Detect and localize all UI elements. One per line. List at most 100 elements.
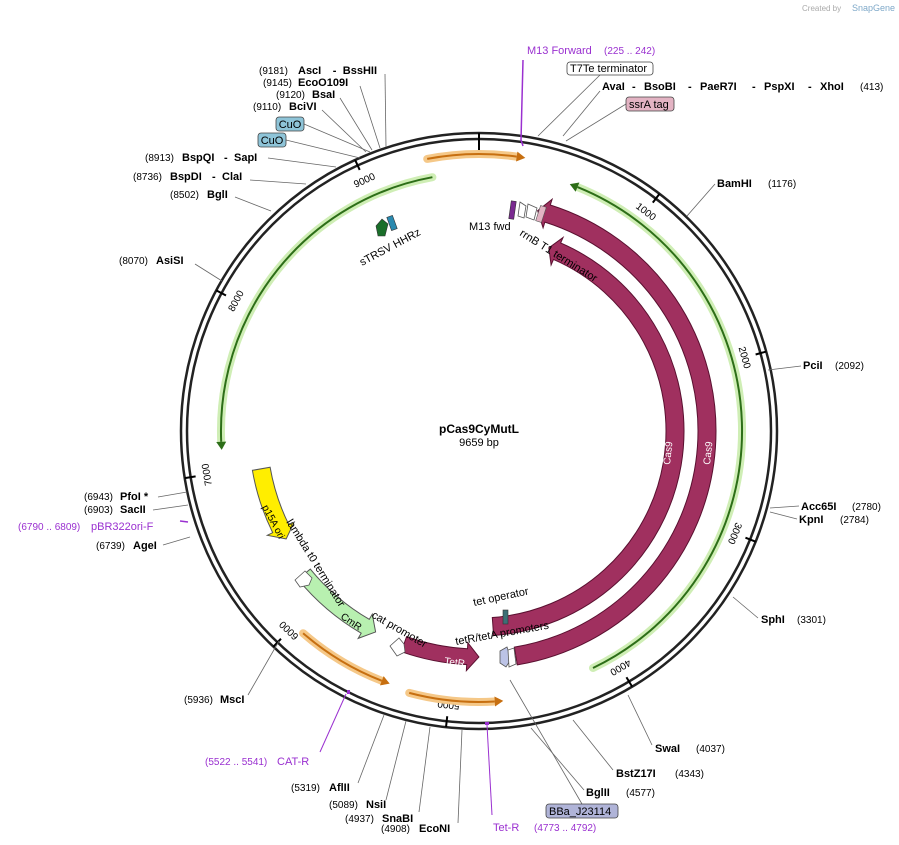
primer-m13-range: (225 .. 242) <box>604 46 655 57</box>
site-position: (4343) <box>675 769 704 780</box>
site-position: (2092) <box>835 361 864 372</box>
site-name: BspDI <box>170 171 202 183</box>
site-name: AflII <box>329 782 350 794</box>
site-leader <box>565 103 627 142</box>
site-leader <box>769 505 800 509</box>
site-position: (9110) <box>253 102 281 113</box>
ssra-box: ssrA tag <box>625 96 675 112</box>
site-leader <box>157 491 188 498</box>
tet-operator-marker <box>502 609 509 625</box>
snapgene-logo: SnapGene <box>852 3 895 13</box>
scale-tick-label: 7000 <box>200 462 214 486</box>
restriction-sites: (9181)AscI-BssHII(9145)EcoO109I(9120)Bsa… <box>84 65 883 835</box>
site-leader <box>537 74 601 137</box>
cas9-outer-label: Cas9 <box>702 441 715 466</box>
arc-arrowheads <box>216 151 580 707</box>
primer-tet-name: Tet-R <box>493 822 519 834</box>
site-leader <box>572 719 614 771</box>
site-name: AgeI <box>133 540 157 552</box>
site-position: (3301) <box>797 615 826 626</box>
site-separator: - <box>333 65 337 77</box>
site-position: (8736) <box>133 172 162 183</box>
site-leader <box>162 536 191 546</box>
site-position: (9145) <box>263 78 292 89</box>
site-leader <box>509 679 583 805</box>
site-leader <box>152 504 189 511</box>
scale-tick-label: 6000 <box>277 618 301 642</box>
site-separator: - <box>224 152 228 164</box>
site-name: SwaI <box>655 743 680 755</box>
site-position: (5936) <box>184 695 213 706</box>
primer-m13-name: M13 Forward <box>527 45 592 57</box>
site-name: SacII <box>120 504 146 516</box>
site-name: SapI <box>234 152 257 164</box>
site-name: BglII <box>586 787 610 799</box>
arc-arrowhead <box>216 441 227 450</box>
site-separator: - <box>688 81 692 93</box>
site-leader <box>385 720 407 801</box>
site-name: Acc65I <box>801 501 836 513</box>
primer-pbr322-range: (6790 .. 6809) <box>18 522 80 533</box>
cat-promoter-arrow <box>389 637 406 657</box>
cuo-box-2-text: CuO <box>261 135 284 147</box>
site-leader <box>357 714 385 784</box>
site-leader <box>627 694 653 746</box>
feature-orange-arcs <box>299 150 521 706</box>
scale-tick <box>215 289 227 297</box>
site-name: KpnI <box>799 514 823 526</box>
site-name: AsiSI <box>156 255 184 267</box>
site-leader <box>767 365 802 371</box>
site-leader <box>418 726 431 813</box>
small-white-arrow-2 <box>525 203 538 221</box>
bba-box: BBa_J23114 <box>545 803 619 819</box>
site-leader <box>303 123 371 153</box>
tet-operator-label: tet operator <box>472 585 530 609</box>
feature-cas9 <box>251 197 717 673</box>
site-position: (2784) <box>840 515 869 526</box>
site-name: BsoBI <box>644 81 676 93</box>
site-name: PfoI * <box>120 491 149 503</box>
site-leader <box>359 85 381 149</box>
scale-tick <box>745 536 757 543</box>
site-name: SphI <box>761 614 785 626</box>
arc-arrowhead <box>494 696 504 707</box>
site-name: BssHII <box>343 65 377 77</box>
site-position: (6903) <box>84 505 113 516</box>
site-name: BstZ17I <box>616 768 656 780</box>
site-leader <box>247 640 280 696</box>
site-leader <box>769 511 798 520</box>
lambda-terminator-arrow <box>294 570 313 588</box>
ssra-box-text: ssrA tag <box>629 99 669 111</box>
scale-tick-label: 8000 <box>227 288 247 313</box>
primer-cat-name: CAT-R <box>277 756 309 768</box>
site-position: (8070) <box>119 256 148 267</box>
site-separator: - <box>632 81 636 93</box>
site-name: AscI <box>298 65 321 77</box>
scale-tick-label: 9000 <box>352 171 377 190</box>
site-name: BciVI <box>289 101 317 113</box>
scale-tick <box>354 159 361 171</box>
site-name: SnaBI <box>382 813 413 825</box>
site-leader <box>249 179 307 185</box>
cuo-marker <box>386 215 398 231</box>
scale-tick <box>652 193 661 204</box>
site-name: BsaI <box>312 89 335 101</box>
site-position: (8913) <box>145 153 174 164</box>
site-name: EcoNI <box>419 823 450 835</box>
scale-tick <box>184 475 196 480</box>
primer-pbr322-name: pBR322ori-F <box>91 521 154 533</box>
site-name: NsiI <box>366 799 386 811</box>
site-position: (6739) <box>96 541 125 552</box>
site-name: BspQI <box>182 152 214 164</box>
site-position: (4908) <box>381 824 410 835</box>
strsv-marker <box>375 218 389 237</box>
site-position: (6943) <box>84 492 113 503</box>
t7te-box: T7Te terminator <box>566 61 654 76</box>
site-leader <box>321 109 367 153</box>
scale-tick <box>272 638 282 648</box>
cuo-box-2: CuO <box>257 132 287 148</box>
plasmid-name: pCas9CyMutL <box>439 422 519 436</box>
site-position: (5089) <box>329 800 358 811</box>
site-leader <box>234 196 272 212</box>
site-name: BglI <box>207 189 228 201</box>
